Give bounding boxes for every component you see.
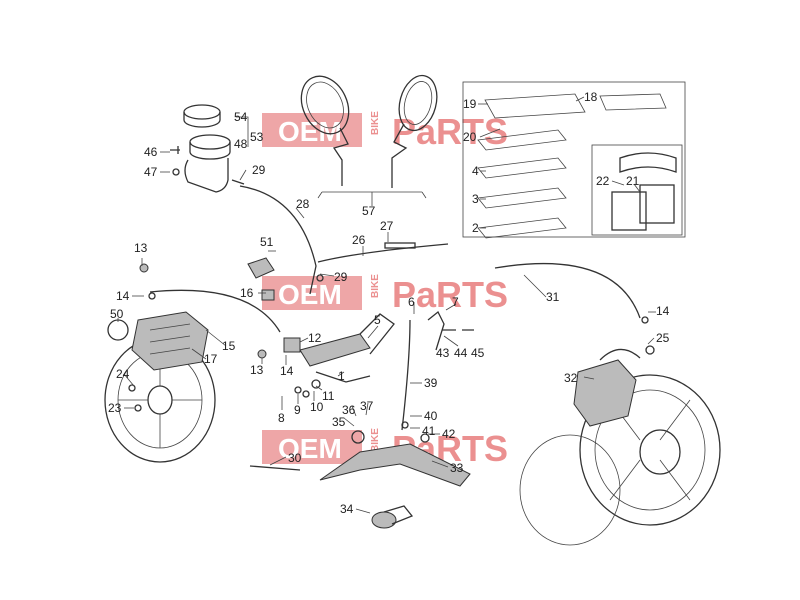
watermark-text-middle: BIKE	[370, 274, 381, 298]
callout-9: 9	[294, 403, 301, 417]
callout-2: 2	[472, 221, 479, 235]
callout-34: 34	[340, 502, 354, 516]
leader-lines	[117, 96, 656, 514]
callout-35: 35	[332, 415, 346, 429]
callout-46: 46	[144, 145, 158, 159]
callout-22: 22	[596, 174, 610, 188]
callout-14-right: 14	[656, 304, 670, 318]
callout-33: 33	[450, 461, 464, 475]
callout-18: 18	[584, 90, 598, 104]
callout-13-lower: 13	[250, 363, 264, 377]
callout-45: 45	[471, 346, 485, 360]
hose-31	[494, 262, 641, 319]
cable-26	[317, 243, 449, 263]
watermark: OEM BIKE PaRTS OEM BIKE PaRTS OEM BIKE P…	[262, 111, 508, 469]
rear-master-cylinder	[299, 313, 395, 383]
callout-44: 44	[454, 346, 468, 360]
callout-16: 16	[240, 286, 254, 300]
callout-23: 23	[108, 401, 122, 415]
callouts: 54 53 48 46 47 29 28 57 19 18 20 4 3 2 2…	[108, 90, 670, 516]
callout-8: 8	[278, 411, 285, 425]
callout-26: 26	[352, 233, 366, 247]
callout-10: 10	[310, 400, 324, 414]
callout-1: 1	[338, 369, 345, 383]
watermark-text-left: OEM	[278, 433, 342, 464]
callout-48: 48	[234, 137, 248, 151]
watermark-text-left: OEM	[278, 279, 342, 310]
callout-39: 39	[424, 376, 438, 390]
callout-3: 3	[472, 192, 479, 206]
bracket-6	[427, 310, 474, 351]
callout-57: 57	[362, 204, 376, 218]
mirror-right	[391, 74, 438, 188]
callout-20: 20	[463, 130, 477, 144]
callout-4: 4	[472, 164, 479, 178]
callout-21: 21	[626, 174, 640, 188]
watermark-text-right: PaRTS	[392, 111, 508, 152]
watermark-text-right: PaRTS	[392, 274, 508, 315]
rear-right-caliper	[573, 348, 641, 427]
brake-pad-kit	[462, 81, 686, 239]
callout-29: 29	[252, 163, 266, 177]
watermark-bottom: OEM BIKE PaRTS	[262, 428, 508, 469]
callout-41: 41	[422, 424, 436, 438]
callout-24: 24	[116, 367, 130, 381]
callout-30: 30	[288, 451, 302, 465]
callout-28: 28	[296, 197, 310, 211]
callout-42: 42	[442, 427, 456, 441]
footpeg-34	[371, 505, 414, 529]
callout-51: 51	[260, 235, 274, 249]
callout-53: 53	[250, 130, 264, 144]
group-bracket-57	[317, 191, 427, 202]
callout-13: 13	[134, 241, 148, 255]
callout-43: 43	[436, 346, 450, 360]
rear-right-disc	[519, 374, 721, 546]
callout-6: 6	[408, 295, 415, 309]
reservoir-assembly	[170, 104, 245, 193]
callout-15: 15	[222, 339, 236, 353]
watermark-top: OEM BIKE PaRTS	[262, 111, 508, 152]
fittings	[128, 257, 655, 444]
callout-27: 27	[380, 219, 394, 233]
watermark-mid: OEM BIKE PaRTS	[262, 274, 508, 315]
callout-19: 19	[463, 97, 477, 111]
callout-25: 25	[656, 331, 670, 345]
switch-27	[384, 242, 416, 249]
callout-50: 50	[110, 307, 124, 321]
mirror-left	[300, 75, 350, 186]
callout-37: 37	[360, 399, 374, 413]
callout-14-lower: 14	[280, 364, 294, 378]
callout-40: 40	[424, 409, 438, 423]
callout-5: 5	[374, 313, 381, 327]
hose-28	[239, 185, 317, 295]
callout-54: 54	[234, 110, 248, 124]
callout-11: 11	[322, 389, 335, 403]
callout-29-lower: 29	[334, 270, 348, 284]
callout-7: 7	[452, 295, 459, 309]
hose-15	[149, 289, 281, 333]
watermark-text-middle: BIKE	[370, 428, 381, 452]
brake-pedal	[249, 319, 471, 487]
callout-47: 47	[144, 165, 158, 179]
callout-31: 31	[546, 290, 560, 304]
watermark-text-left: OEM	[278, 116, 342, 147]
watermark-text-middle: BIKE	[370, 111, 381, 135]
callout-36: 36	[342, 403, 356, 417]
callout-14: 14	[116, 289, 130, 303]
front-left-caliper	[107, 311, 209, 371]
callout-12: 12	[308, 331, 322, 345]
callout-17: 17	[204, 352, 218, 366]
callout-32: 32	[564, 371, 578, 385]
